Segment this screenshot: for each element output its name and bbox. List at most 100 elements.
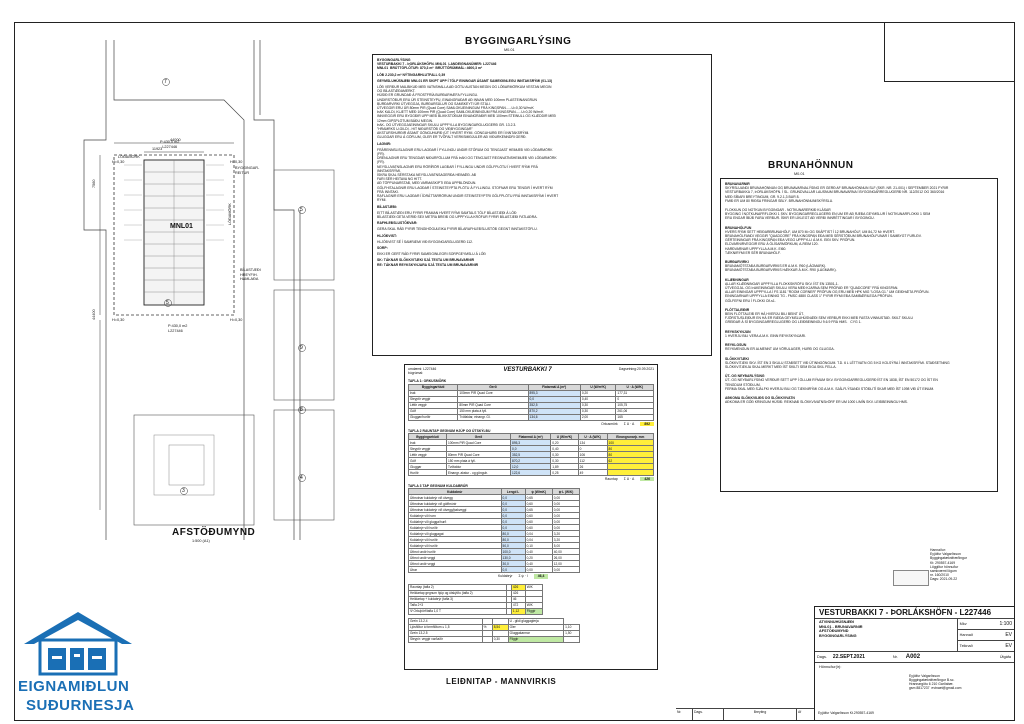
- date-label: Dags.: [817, 654, 827, 659]
- road-line: [83, 40, 107, 540]
- sheet-number: A002: [905, 654, 921, 660]
- table-cell: 0,30: [491, 635, 509, 643]
- u-sheet-meta-left: umdæmi: L227446 búgrúmal:: [408, 367, 437, 376]
- table-cell: 0,0: [500, 566, 526, 574]
- road-line: [253, 40, 295, 540]
- circle-label: 9: [300, 345, 303, 351]
- lodamork-right-label: LÓÐAMÖRK: [228, 203, 232, 225]
- plot-circle: [180, 487, 188, 495]
- fire-section-text: BRUNAMÓTSTAÐA BURÐARVIRKIS ER A.M.K. R60…: [725, 264, 837, 273]
- nr-label: Nr.: [892, 654, 898, 659]
- rev-label: Útgáfa: [999, 654, 1011, 659]
- dim-left: 44400: [92, 309, 96, 320]
- road-line: [113, 40, 245, 540]
- description-paragraph: BYGGINGARLÝSING VESTURBAKKI 7 - ÞORLÁKSH…: [377, 58, 497, 71]
- fire-section-text: 1 HVERJU BILI VERA A.M.K. EINN REYKSKYNJ…: [725, 333, 807, 338]
- description-paragraph: HLJÓÐVIST:: [377, 233, 397, 238]
- designer-info: Eyjólfur Valgarðsson Byggingatæknifræðin…: [909, 673, 962, 691]
- main-subtitle: M0.01: [504, 48, 515, 52]
- corner-box: [884, 22, 1015, 82]
- parking-stripes: [124, 164, 224, 241]
- plot-circle: [298, 206, 306, 214]
- level-label: H=0,30: [230, 160, 243, 164]
- rev-col: Nr.: [676, 709, 693, 720]
- table1-sum: Orkusmörk Σ U · A 892: [408, 421, 654, 426]
- plot-circle: [298, 474, 306, 482]
- sub4: BYGGINGARLÝSING: [819, 633, 857, 638]
- sum-label: Orkusmörk: [601, 421, 618, 426]
- table-cell: [481, 635, 493, 643]
- level-label: H=0,30: [112, 160, 125, 164]
- description-body: BYGGINGARLÝSING VESTURBAKKI 7 - ÞORLÁKSH…: [373, 55, 711, 267]
- sum-symbol: Σ U · A: [623, 421, 635, 426]
- u-sheet-title: VESTURBAKKI 7: [503, 367, 552, 373]
- fire-section-text: SLÖKKVITÆKI SKV. ÍST EN 3 SKULU STAÐSETT…: [725, 360, 950, 369]
- fire-section-title: REYKSKYNJUN: [725, 329, 751, 334]
- sum-symbol: Σ U · A: [623, 477, 635, 482]
- logo-line2: SUÐURNESJA: [26, 697, 135, 714]
- designer-label: Hönnuður(ir):: [819, 665, 842, 669]
- table-cell: 134,6: [527, 413, 581, 421]
- site-plan: [83, 40, 335, 540]
- building-code: MNL01: [170, 223, 193, 230]
- rev-col: Af: [798, 710, 802, 714]
- checked-value: EV: [1005, 642, 1012, 649]
- fire-section-title: BRUNAVARNIR: [725, 182, 750, 186]
- fire-section-title: AÐKOMA SLÖKKVILIÐS OG SLÖKKVIVATN: [725, 395, 795, 400]
- drawn-value: EV: [1005, 631, 1012, 638]
- signature-stamp: [893, 570, 929, 586]
- sum-value: 892: [640, 421, 654, 426]
- fire-section-text: ÚT- OG NEYÐARLÝSING VERÐUR SETT UPP Í ÖL…: [725, 378, 938, 391]
- description-paragraph: HLJÓÐVIST SÉ Í SAMRÆMI VIÐ BYGGINGARGLUG…: [377, 239, 473, 244]
- circle-label: 7: [164, 79, 167, 85]
- dim-top-inner: 11923: [152, 147, 163, 151]
- table-cell: Ψ Orkuþörf/tafla 1,0 T: [407, 607, 508, 615]
- fire-section-title: BRUNAHÓLFUN: [725, 225, 752, 230]
- checked-label: Teiknað: [959, 643, 973, 648]
- table-cell: 0,25: [550, 469, 579, 477]
- table3-sum: Kuldabrýr Σ ψ · l 46,4: [408, 574, 654, 579]
- fire-section-title: KLÆÐNINGAR: [725, 277, 749, 282]
- plot-outline: [133, 414, 255, 526]
- company-logo-icon: [24, 612, 132, 676]
- table-cell: Fliggir: [507, 635, 565, 643]
- fire-section-text: HVERS RÝMI SETT HEIÐARBRUNAHÓLF, UM 870 …: [725, 229, 922, 255]
- fire-section-title: SLÖKKVITÆKI: [725, 356, 749, 361]
- neighbor-building: [153, 434, 215, 496]
- table-cell: 1,12: [510, 607, 526, 615]
- description-paragraph: RAFHLEÐSLUSTÖÐVAR:: [377, 221, 418, 226]
- table-cell: 122,6: [510, 469, 552, 477]
- table-cell: Hurðir: [408, 469, 447, 477]
- plot-outline: [273, 289, 335, 401]
- table-cell: Útrar: [408, 566, 502, 574]
- table-cell: 0,00: [551, 566, 581, 574]
- table-cell: 2,00: [579, 413, 617, 421]
- main-title: BYGGINGARLÝSING: [465, 36, 572, 47]
- table-cell: Tvöfaldar, einangr. Gl.: [457, 413, 529, 421]
- fire-section-text: BEIN FLÓTTALEIÐ ER HÁ HVERJU BILI BEINT …: [725, 312, 913, 325]
- bottom-left-note: LEIÐNITAP - MANNVIRKIS: [446, 677, 557, 686]
- description-paragraph: EITT BÍLASTÆÐI ERU FYRIR FRAMAN HVERT RÝ…: [377, 210, 538, 219]
- site-plan-title: AFSTÖÐUMYND: [172, 527, 256, 538]
- level-label: H=0,30: [112, 318, 125, 322]
- bilastaedi-label: BÍLASTÆÐI HREYFIH. HAMLAÐA: [240, 268, 261, 282]
- sum-value: 46,4: [533, 574, 549, 579]
- table-cell: [606, 469, 655, 477]
- scale-label: Mkv: [959, 621, 967, 626]
- title-block: VESTURBAKKI 7 - ÞORLÁKSHÖFN - L227446 AT…: [814, 606, 1015, 721]
- sheet-border: [14, 22, 1015, 721]
- building-hatch: [144, 160, 204, 305]
- fire-section-title: FLÓTTALEIÐIR: [725, 307, 750, 312]
- neighbor-building: [168, 444, 205, 486]
- table-cell: 0,00: [524, 566, 553, 574]
- circle-label: 3: [182, 488, 185, 494]
- lodamork-label: LÓÐAMÖRK: [118, 155, 140, 159]
- logo-line1: EIGNAMIÐLUN: [18, 678, 130, 695]
- description-paragraph: SORP:: [377, 245, 388, 250]
